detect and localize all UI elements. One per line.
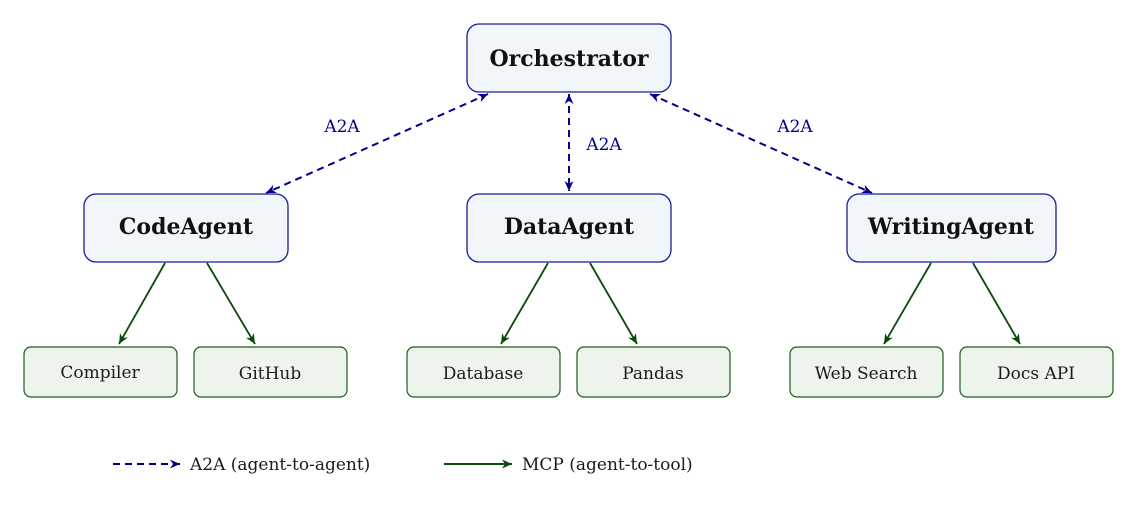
edge-label-a2a-middle: A2A <box>585 135 622 155</box>
edge-orchestrator-writingagent <box>649 93 873 194</box>
tool-label-pandas: Pandas <box>622 364 684 384</box>
agent-node-dataagent[interactable]: DataAgent <box>466 193 672 263</box>
edge-codeagent-github <box>206 262 256 345</box>
agent-label-dataagent: DataAgent <box>504 214 635 240</box>
edge-writingagent-websearch <box>883 262 932 345</box>
agent-node-writingagent[interactable]: WritingAgent <box>846 193 1057 263</box>
tool-label-docsapi: Docs API <box>997 364 1075 384</box>
edge-codeagent-compiler <box>118 262 166 345</box>
edge-label-a2a-right: A2A <box>776 117 813 137</box>
edge-orchestrator-codeagent <box>265 93 489 194</box>
agent-node-codeagent[interactable]: CodeAgent <box>83 193 289 263</box>
tool-node-compiler[interactable]: Compiler <box>23 346 178 398</box>
tool-label-github: GitHub <box>239 364 302 384</box>
mcp-edges <box>118 262 1021 345</box>
tool-node-websearch[interactable]: Web Search <box>789 346 944 398</box>
legend: A2A (agent-to-agent) MCP (agent-to-tool) <box>113 455 693 475</box>
tool-label-compiler: Compiler <box>60 363 140 383</box>
edge-writingagent-docsapi <box>972 262 1021 345</box>
tool-node-pandas[interactable]: Pandas <box>576 346 731 398</box>
orchestrator-node[interactable]: Orchestrator <box>466 23 672 93</box>
legend-mcp-label: MCP (agent-to-tool) <box>522 455 693 475</box>
tool-label-websearch: Web Search <box>815 364 918 384</box>
a2a-edges: A2A A2A A2A <box>265 93 873 194</box>
edge-dataagent-database <box>500 262 549 345</box>
legend-a2a-label: A2A (agent-to-agent) <box>189 455 370 475</box>
tool-label-database: Database <box>443 364 524 384</box>
agent-label-writingagent: WritingAgent <box>867 214 1035 240</box>
agent-label-codeagent: CodeAgent <box>119 214 254 240</box>
edge-label-a2a-left: A2A <box>323 117 360 137</box>
tool-node-database[interactable]: Database <box>406 346 561 398</box>
tool-node-docsapi[interactable]: Docs API <box>959 346 1114 398</box>
orchestrator-label: Orchestrator <box>490 46 649 72</box>
edge-dataagent-pandas <box>589 262 638 345</box>
tool-node-github[interactable]: GitHub <box>193 346 348 398</box>
